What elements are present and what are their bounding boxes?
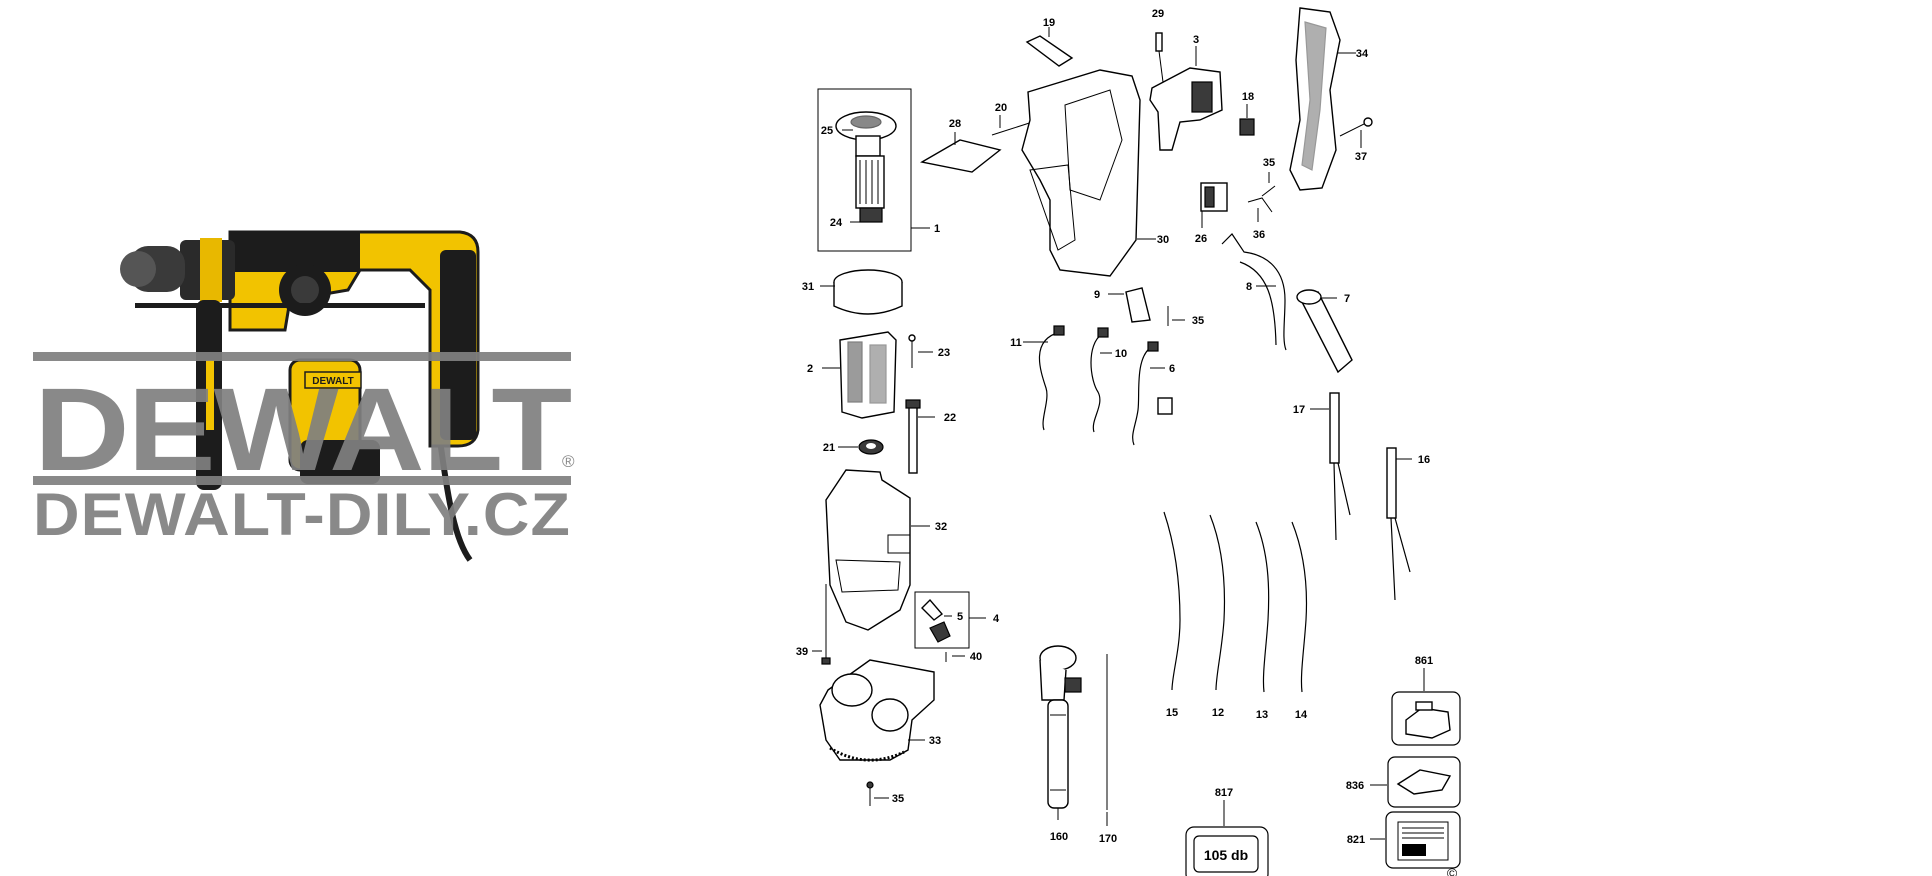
label-33: 33 [929, 735, 941, 747]
part-25[interactable]: 25 [821, 111, 897, 157]
label-23: 23 [938, 347, 950, 359]
label-836: 836 [1346, 780, 1364, 792]
registered-mark: ® [562, 452, 575, 471]
part-19[interactable]: 19 [1025, 17, 1074, 67]
label-2: 2 [807, 363, 813, 375]
part-3[interactable]: 3 [1149, 34, 1223, 151]
part-22[interactable]: 22 [905, 399, 956, 474]
label-10: 10 [1115, 348, 1127, 360]
label-3: 3 [1193, 34, 1199, 46]
label-37: 37 [1355, 151, 1367, 163]
part-29[interactable]: 29 [1152, 8, 1164, 83]
part-37[interactable]: 37 [1339, 117, 1373, 163]
part-24[interactable]: 24 [830, 155, 885, 229]
part-17[interactable]: 17 [1293, 392, 1351, 541]
label-170: 170 [1099, 833, 1117, 845]
label-30: 30 [1157, 234, 1169, 246]
label-22: 22 [944, 412, 956, 424]
photo-badge: DEWALT [312, 376, 353, 387]
part-861[interactable]: 861 [1391, 655, 1461, 746]
label-861: 861 [1415, 655, 1433, 667]
label-12: 12 [1212, 707, 1224, 719]
part-36[interactable]: 36 [1247, 197, 1273, 241]
part-5[interactable]: 5 [921, 598, 963, 643]
part-26[interactable]: 26 [1195, 182, 1228, 245]
label-13: 13 [1256, 709, 1268, 721]
part-821[interactable]: 821 [1347, 811, 1461, 869]
label-5: 5 [957, 611, 963, 623]
label-8: 8 [1246, 281, 1252, 293]
label-14: 14 [1295, 709, 1308, 721]
label-6: 6 [1169, 363, 1175, 375]
part-2[interactable]: 2 [807, 331, 897, 419]
part-817[interactable]: 817 105 db [1185, 787, 1269, 876]
part-7[interactable]: 7 [1296, 289, 1353, 374]
part-10[interactable]: 10 [1090, 327, 1127, 433]
label-160: 160 [1050, 831, 1068, 843]
part-30[interactable]: 30 [1021, 69, 1169, 277]
part-35-c[interactable]: 35 [866, 781, 904, 806]
part-23[interactable]: 23 [908, 334, 950, 368]
part-18[interactable]: 18 [1239, 91, 1255, 136]
noise-rating-label: 105 db [1204, 847, 1248, 863]
label-35-b: 35 [1192, 315, 1204, 327]
part-32[interactable]: 32 [825, 469, 947, 631]
label-7: 7 [1344, 293, 1350, 305]
part-33[interactable]: 33 [819, 659, 941, 762]
label-32: 32 [935, 521, 947, 533]
label-817: 817 [1215, 787, 1233, 799]
label-4: 4 [993, 613, 1000, 625]
part-8[interactable]: 8 [1221, 233, 1287, 351]
label-16: 16 [1418, 454, 1430, 466]
part-9[interactable]: 9 [1094, 287, 1151, 323]
label-34: 34 [1356, 48, 1369, 60]
watermark-brand: DEWALT [34, 364, 571, 496]
label-821: 821 [1347, 834, 1365, 846]
part-40[interactable]: 40 [945, 651, 982, 663]
label-18: 18 [1242, 91, 1254, 103]
part-13[interactable]: 13 [1255, 521, 1270, 721]
label-26: 26 [1195, 233, 1207, 245]
label-11: 11 [1010, 337, 1022, 349]
label-36: 36 [1253, 229, 1265, 241]
label-39: 39 [796, 646, 808, 658]
part-14[interactable]: 14 [1291, 521, 1308, 721]
part-28[interactable]: 28 [920, 118, 1002, 173]
part-21[interactable]: 21 [823, 439, 884, 455]
label-28: 28 [949, 118, 961, 130]
part-170[interactable]: 170 [1099, 654, 1117, 845]
part-1[interactable]: 1 [817, 88, 940, 252]
label-21: 21 [823, 442, 835, 454]
label-31: 31 [802, 281, 814, 293]
label-17: 17 [1293, 404, 1305, 416]
part-11[interactable]: 11 [1010, 325, 1065, 431]
label-29: 29 [1152, 8, 1164, 20]
part-15[interactable]: 15 [1163, 511, 1181, 719]
watermark: DEWALT ® DEWALT-DILY.CZ [33, 352, 575, 548]
part-34[interactable]: 34 [1289, 7, 1369, 191]
label-19: 19 [1043, 17, 1055, 29]
part-16[interactable]: 16 [1386, 447, 1430, 601]
part-31[interactable]: 31 [802, 269, 903, 315]
copyright-mark: © [1447, 865, 1458, 876]
part-4[interactable]: 4 [914, 591, 1000, 649]
part-836[interactable]: 836 [1346, 756, 1461, 808]
label-9: 9 [1094, 289, 1100, 301]
part-39[interactable]: 39 [796, 584, 831, 665]
part-160[interactable]: 160 [1039, 645, 1082, 843]
label-25: 25 [821, 125, 833, 137]
watermark-site: DEWALT-DILY.CZ [33, 481, 571, 548]
label-15: 15 [1166, 707, 1178, 719]
label-1: 1 [934, 223, 940, 235]
part-6[interactable]: 6 [1132, 341, 1175, 446]
part-35-b[interactable]: 35 [1167, 306, 1204, 327]
part-12[interactable]: 12 [1209, 514, 1226, 719]
label-40: 40 [970, 651, 982, 663]
part-35-a[interactable]: 35 [1261, 157, 1276, 197]
label-24: 24 [830, 217, 843, 229]
label-20: 20 [995, 102, 1007, 114]
label-35-c: 35 [892, 793, 904, 805]
label-35-a: 35 [1263, 157, 1275, 169]
